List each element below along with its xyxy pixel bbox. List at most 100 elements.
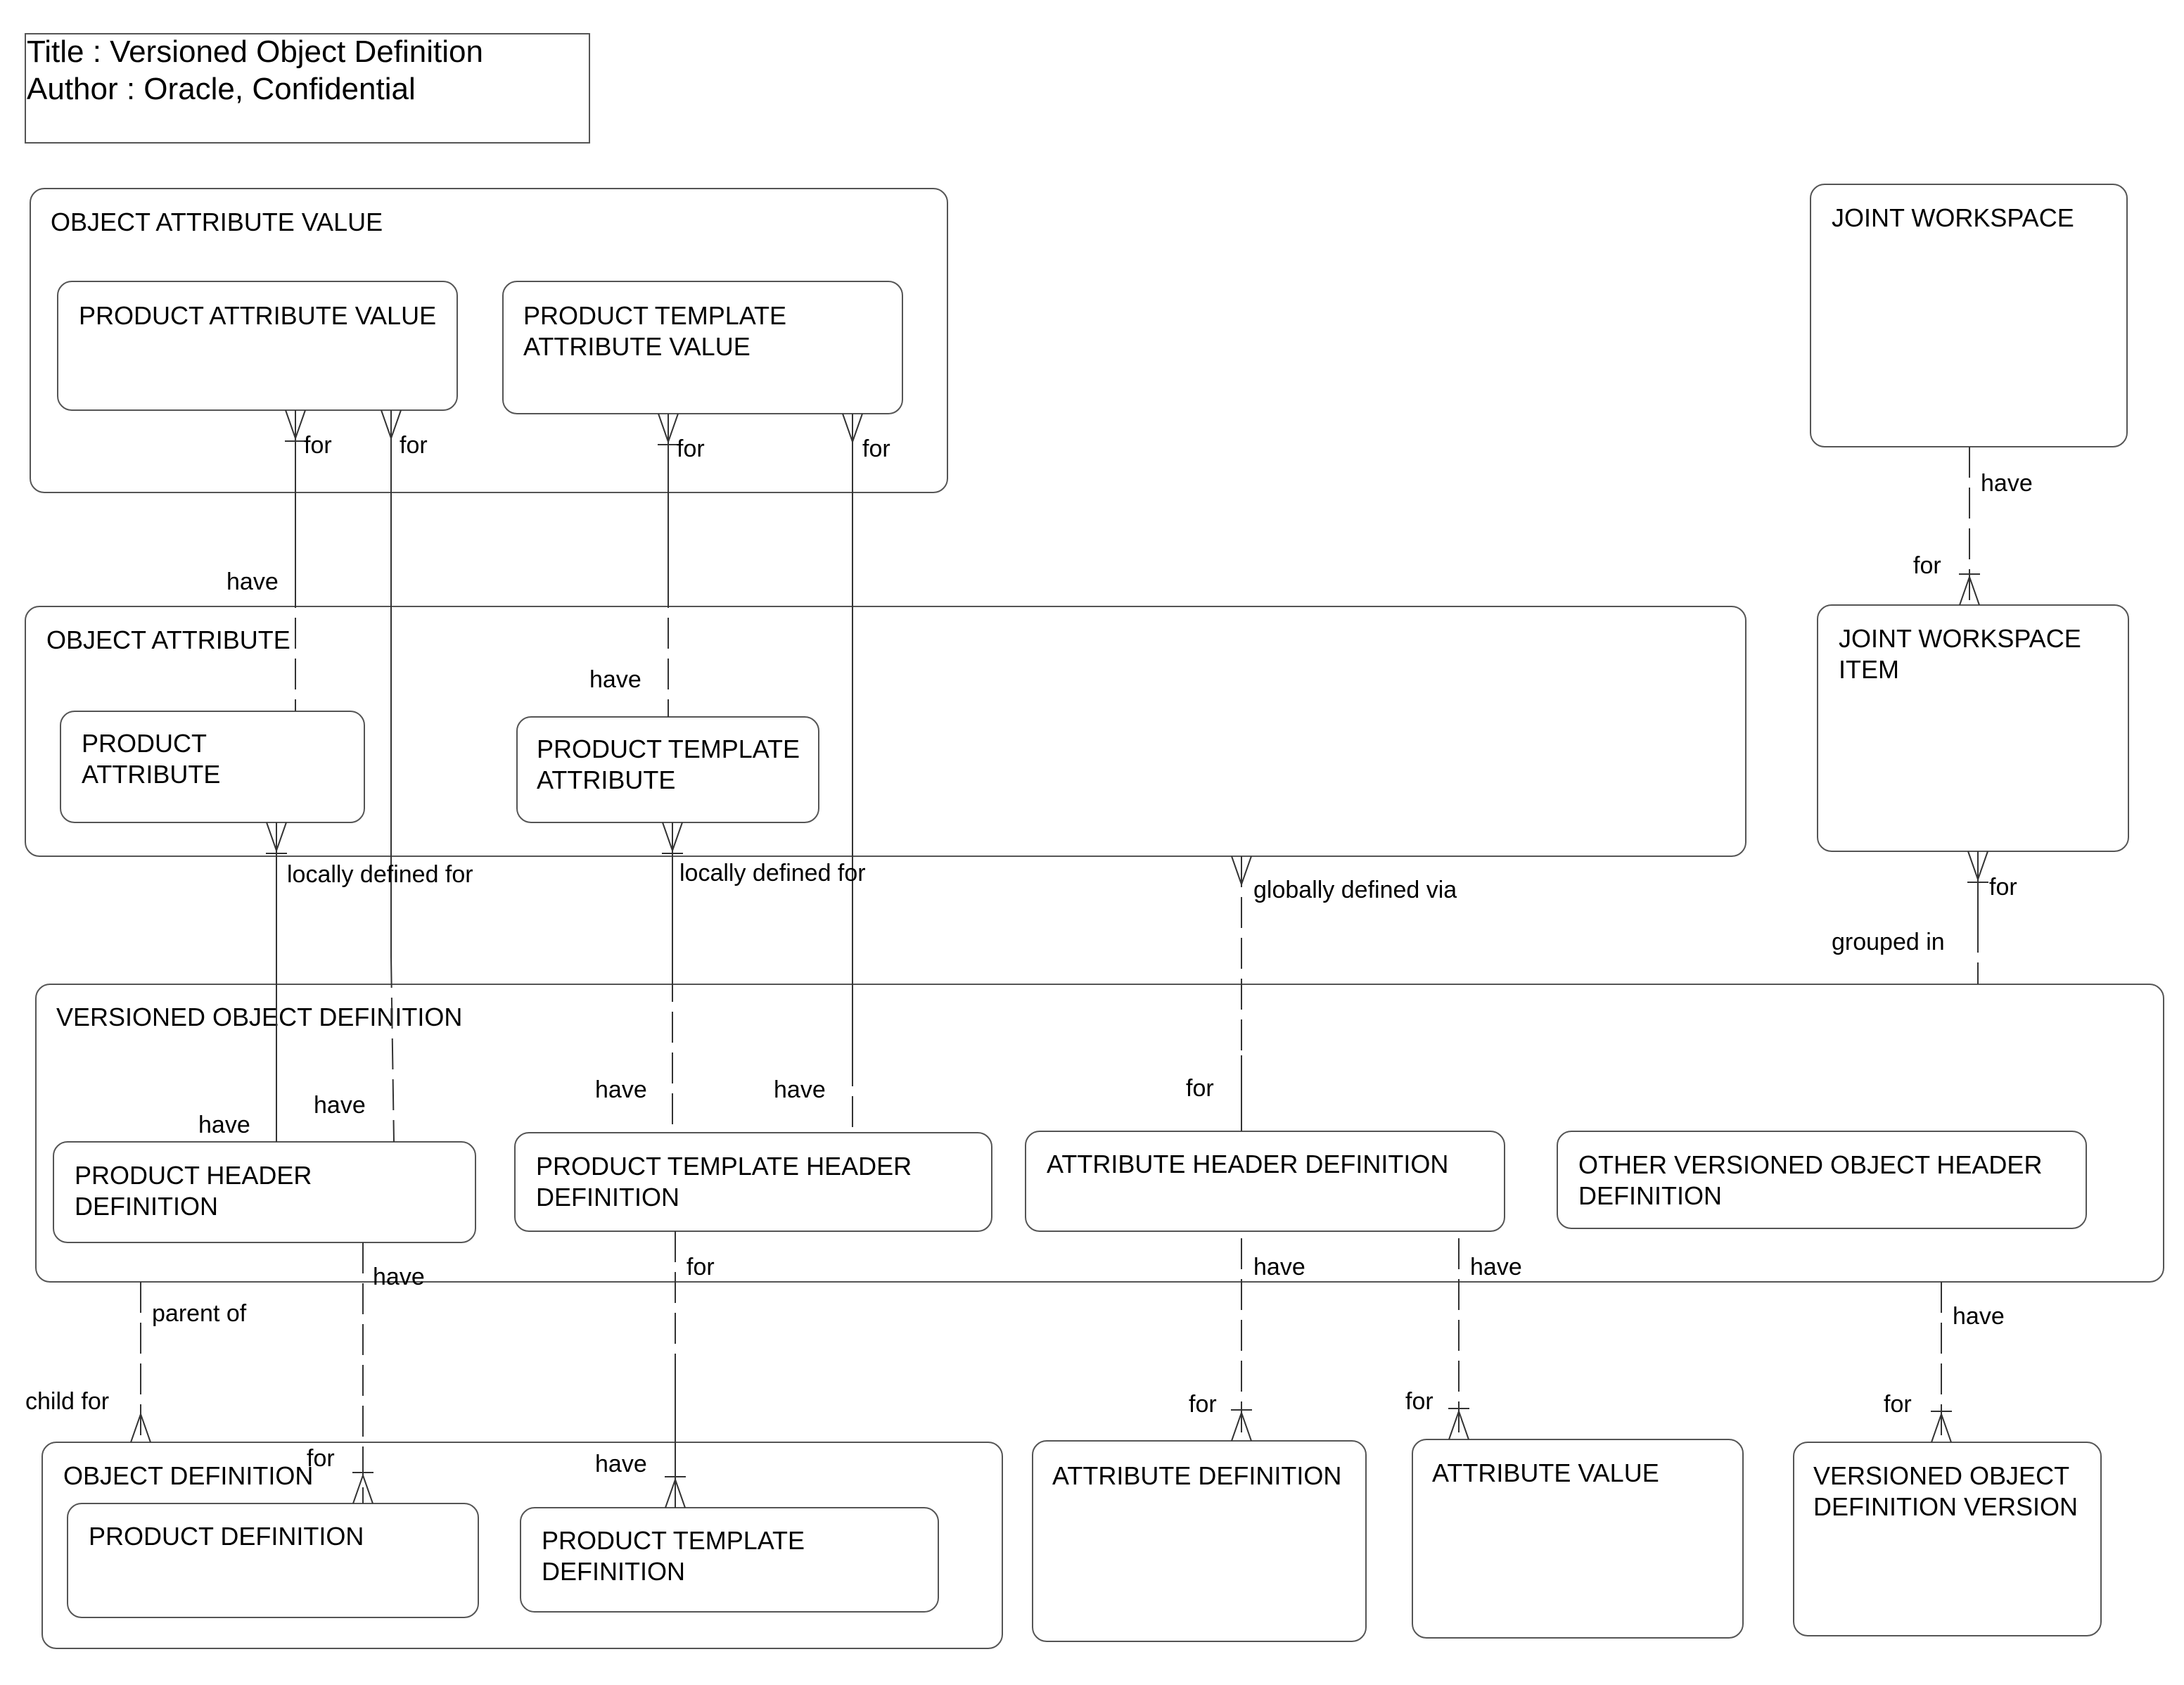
entity-label-line: DEFINITION	[542, 1557, 685, 1586]
entity-label-line: DEFINITION VERSION	[1813, 1492, 2078, 1521]
entity-object-attribute-value[interactable]: OBJECT ATTRIBUTE VALUE	[30, 188, 948, 493]
svg-text:ATTRIBUTE DEFINITION: ATTRIBUTE DEFINITION	[1052, 1461, 1341, 1490]
entity-attribute-header-definition[interactable]: ATTRIBUTE HEADER DEFINITION	[1025, 1131, 1505, 1232]
entity-label-line: DEFINITION	[536, 1183, 679, 1212]
entity-label-line: ATTRIBUTE VALUE	[523, 332, 751, 361]
entity-label-line: OBJECT DEFINITION	[63, 1461, 313, 1490]
relationship-label: for	[1913, 552, 1941, 579]
entity-label-line: ATTRIBUTE DEFINITION	[1052, 1461, 1341, 1490]
relationship-r14: have for	[1405, 1238, 1522, 1440]
entity-label-line: PRODUCT ATTRIBUTE VALUE	[79, 301, 436, 330]
entity-object-attribute[interactable]: OBJECT ATTRIBUTE	[25, 606, 1746, 857]
entity-label-line: ATTRIBUTE	[82, 760, 220, 789]
relationship-r6: locally defined for have	[198, 822, 473, 1142]
relationship-label: have	[1253, 1254, 1305, 1280]
entity-label-line: ATTRIBUTE VALUE	[1432, 1458, 1659, 1487]
relationship-r12: for have	[595, 1231, 715, 1508]
relationship-label: for	[677, 435, 705, 462]
relationship-label: locally defined for	[287, 861, 473, 888]
relationship-label: have	[314, 1092, 366, 1119]
relationship-label: locally defined for	[679, 860, 866, 886]
entity-label-line: DEFINITION	[1578, 1181, 1722, 1210]
svg-text:OBJECT DEFINITION: OBJECT DEFINITION	[63, 1461, 313, 1490]
entity-label-line: PRODUCT TEMPLATE	[542, 1526, 805, 1555]
entity-attribute-value[interactable]: ATTRIBUTE VALUE	[1412, 1439, 1744, 1639]
svg-text:OBJECT ATTRIBUTE VALUE: OBJECT ATTRIBUTE VALUE	[51, 208, 383, 236]
diagram-author: Author : Oracle, Confidential	[27, 72, 416, 106]
entity-label-line: PRODUCT TEMPLATE HEADER	[536, 1152, 912, 1181]
title-box: Title : Versioned Object Definition Auth…	[25, 33, 590, 144]
relationship-label: have	[1953, 1303, 2005, 1330]
relationship-label: have	[595, 1076, 647, 1103]
relationship-label: for	[1989, 874, 2017, 901]
entity-label-line: DEFINITION	[75, 1192, 218, 1221]
relationship-label: for	[1884, 1391, 1912, 1418]
entity-label-line: ATTRIBUTE	[537, 765, 675, 794]
relationship-r8: globally defined via for	[1186, 856, 1457, 1131]
relationship-label: have	[589, 666, 641, 693]
svg-text:PRODUCT DEFINITION: PRODUCT DEFINITION	[89, 1522, 364, 1551]
relationship-r4: for have	[774, 413, 890, 1133]
relationship-r10: parent of child for	[25, 1282, 247, 1443]
svg-text:JOINT WORKSPACE: JOINT WORKSPACE	[1832, 203, 2074, 232]
entity-joint-workspace[interactable]: JOINT WORKSPACE	[1810, 184, 2128, 447]
relationship-label: have	[595, 1451, 647, 1477]
entity-product-attribute-value[interactable]: PRODUCT ATTRIBUTE VALUE	[57, 281, 458, 411]
relationship-label: have	[1470, 1254, 1522, 1280]
svg-text:VERSIONED OBJECT DEFINITION: VERSIONED OBJECT DEFINITION	[56, 1003, 462, 1031]
relationship-label: parent of	[152, 1300, 247, 1327]
entity-label-line: PRODUCT DEFINITION	[89, 1522, 364, 1551]
svg-text:PRODUCT ATTRIBUTE VALUE: PRODUCT ATTRIBUTE VALUE	[79, 301, 436, 330]
relationship-label: for	[304, 432, 332, 459]
entity-label-line: PRODUCT	[82, 729, 207, 758]
entity-label-line: PRODUCT TEMPLATE	[537, 735, 800, 763]
entity-object-definition[interactable]: OBJECT DEFINITION	[41, 1442, 1003, 1649]
relationship-label: for	[862, 435, 890, 462]
entity-label-line: PRODUCT HEADER	[75, 1161, 312, 1190]
relationship-label: child for	[25, 1388, 109, 1415]
relationship-label: have	[774, 1076, 826, 1103]
relationship-label: grouped in	[1832, 929, 1945, 955]
entity-label-line: VERSIONED OBJECT	[1813, 1461, 2069, 1490]
entity-attribute-definition[interactable]: ATTRIBUTE DEFINITION	[1032, 1440, 1367, 1642]
relationship-r13: have for	[1189, 1238, 1305, 1442]
relationship-r5: have for	[1913, 447, 2033, 606]
svg-text:OBJECT ATTRIBUTE: OBJECT ATTRIBUTE	[46, 625, 290, 654]
diagram-title: Title : Versioned Object Definition	[27, 34, 483, 69]
relationship-label: have	[373, 1264, 425, 1290]
relationship-r7: locally defined for have	[595, 822, 866, 1133]
entity-label-line: JOINT WORKSPACE	[1832, 203, 2074, 232]
entity-label-line: VERSIONED OBJECT DEFINITION	[56, 1003, 462, 1031]
entity-versioned-object-definition[interactable]: VERSIONED OBJECT DEFINITION	[35, 984, 2164, 1283]
entity-label-line: JOINT WORKSPACE	[1839, 624, 2081, 653]
relationship-r15: have for	[1884, 1282, 2005, 1443]
entity-label-line: PRODUCT TEMPLATE	[523, 301, 786, 330]
relationship-r2: for have	[314, 409, 428, 1143]
entity-label-line: OBJECT ATTRIBUTE VALUE	[51, 208, 383, 236]
relationship-label: have	[226, 568, 279, 595]
relationship-r9: for grouped in	[1832, 851, 2017, 984]
relationship-label: globally defined via	[1253, 877, 1457, 903]
entity-product-definition[interactable]: PRODUCT DEFINITION	[67, 1503, 479, 1618]
entity-label-line: OTHER VERSIONED OBJECT HEADER	[1578, 1150, 2042, 1179]
entity-label-line: OBJECT ATTRIBUTE	[46, 625, 290, 654]
relationship-label: for	[687, 1254, 715, 1280]
